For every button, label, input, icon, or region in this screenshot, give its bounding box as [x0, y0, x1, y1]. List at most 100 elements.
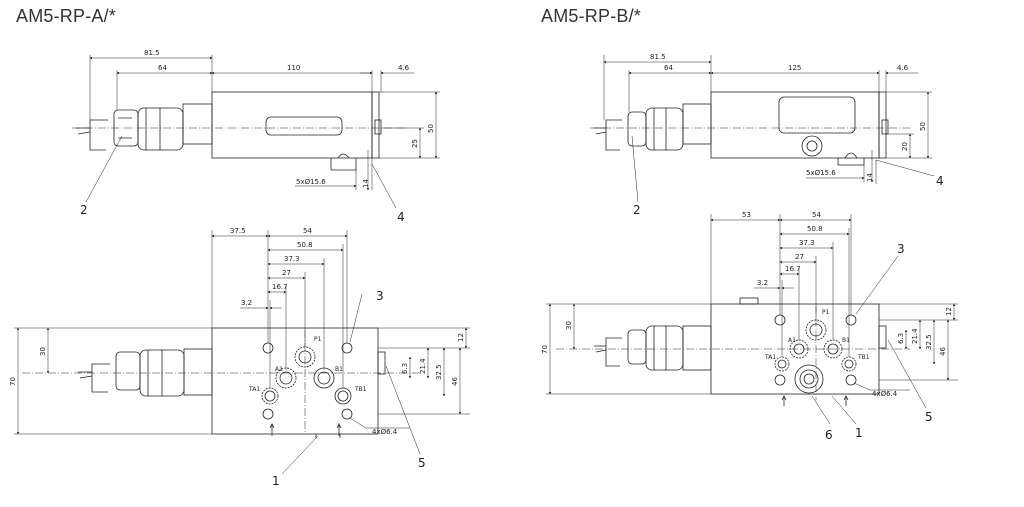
callout-1: 1	[272, 474, 280, 488]
dim-4-6: 4.6	[897, 64, 909, 72]
mount-hole	[262, 342, 274, 354]
dim-32-5: 32.5	[435, 364, 443, 380]
callout-3: 3	[897, 242, 905, 256]
title-am5-rp-b: AM5-RP-B/*	[541, 6, 642, 26]
solenoid-coil	[645, 325, 684, 371]
right-top-view: 81.5 64 125 4.6 50 20 14 5xØ15.6 2 4	[590, 53, 944, 217]
solenoid-nut	[682, 325, 712, 371]
dim-50-8: 50.8	[297, 241, 313, 249]
port-label-b: B1	[335, 366, 343, 373]
port-label-p: P1	[314, 336, 322, 343]
holes-label: 4xØ6.4	[372, 428, 398, 436]
dim-27: 27	[282, 269, 291, 277]
port-label-a: A1	[275, 366, 283, 373]
mount-hole	[774, 374, 786, 386]
pressure-port	[801, 135, 823, 157]
dim-4-6: 4.6	[398, 64, 410, 72]
dim-70: 70	[9, 377, 17, 386]
dim-64: 64	[158, 64, 167, 72]
holes-label: 5xØ15.6	[296, 178, 326, 186]
holes-label: 5xØ15.6	[806, 169, 836, 177]
mount-hole	[262, 408, 274, 420]
dim-64: 64	[664, 64, 673, 72]
dim-16-7: 16.7	[785, 265, 801, 273]
port-ta	[264, 390, 276, 402]
callout-2: 2	[80, 203, 88, 217]
port-label-a: A1	[788, 337, 796, 344]
dim-37-3: 37.3	[799, 239, 815, 247]
solenoid-nut	[682, 103, 712, 145]
solenoid-nut	[183, 348, 213, 396]
mount-hole	[341, 342, 353, 354]
port-b	[317, 371, 331, 385]
dim-50-8: 50.8	[807, 225, 823, 233]
port-ta	[777, 359, 787, 369]
port-label-tb: TB1	[354, 386, 367, 393]
dim-14: 14	[362, 179, 370, 188]
mount-hole	[774, 314, 786, 326]
callout-6: 6	[825, 428, 833, 442]
mount-hole	[845, 314, 857, 326]
dim-110: 110	[287, 64, 300, 72]
solenoid-nut	[182, 103, 213, 145]
dim-6-3: 6.3	[401, 363, 409, 374]
cable	[89, 119, 108, 151]
left-top-view: 81.5 64 110 4.6 50 25 14 5xØ15.6 2 4	[72, 49, 440, 224]
end-plug	[377, 351, 386, 375]
port-label-p: P1	[822, 309, 830, 316]
connector	[115, 351, 141, 391]
cable	[91, 363, 110, 393]
dim-6-3: 6.3	[897, 333, 905, 344]
dim-21-4: 21.4	[911, 328, 919, 344]
connector	[627, 329, 647, 365]
nameplate	[265, 116, 343, 136]
end-plug	[881, 119, 889, 135]
title-am5-rp-a: AM5-RP-A/*	[16, 6, 117, 26]
dim-53: 53	[742, 211, 751, 219]
port-label-b: B1	[842, 337, 850, 344]
dim-12: 12	[945, 307, 953, 316]
valve-body	[710, 91, 880, 159]
callout-4: 4	[397, 210, 405, 224]
dim-20: 20	[901, 142, 909, 151]
right-bottom-view: P1 A1 B1 TA1 TB1 53 54 50.8 37.3 27 16.7	[541, 211, 958, 442]
dim-125: 125	[788, 64, 801, 72]
holes-label: 4xØ6.4	[872, 390, 898, 398]
port-boss	[837, 158, 865, 166]
dim-25: 25	[411, 139, 419, 148]
dim-21-4: 21.4	[419, 358, 427, 374]
dim-3-2: 3.2	[241, 299, 252, 307]
callout-5: 5	[925, 410, 933, 424]
manifold-body	[211, 327, 379, 435]
dim-81-5: 81.5	[650, 53, 666, 61]
dim-81-5: 81.5	[144, 49, 160, 57]
callout-4: 4	[936, 174, 944, 188]
nameplate	[778, 96, 856, 134]
cable	[605, 337, 622, 367]
connector	[627, 111, 647, 147]
dim-54: 54	[303, 227, 312, 235]
dim-46: 46	[939, 347, 947, 356]
dim-54: 54	[812, 211, 821, 219]
mount-hole	[341, 408, 353, 420]
end-plate	[371, 91, 380, 159]
solenoid-coil	[645, 107, 684, 151]
dim-37-5: 37.5	[230, 227, 246, 235]
end-plug	[374, 119, 382, 135]
port-tb	[337, 390, 349, 402]
callout-1: 1	[855, 426, 863, 440]
callout-5: 5	[418, 456, 426, 470]
dim-46: 46	[451, 377, 459, 386]
dim-27: 27	[795, 253, 804, 261]
callout-2: 2	[633, 203, 641, 217]
end-plate	[878, 91, 887, 159]
solenoid-coil	[137, 107, 184, 151]
port-tb	[844, 359, 854, 369]
cable	[605, 119, 622, 151]
dim-32-5: 32.5	[925, 334, 933, 350]
pressure-port	[794, 364, 824, 394]
dim-50: 50	[427, 124, 435, 133]
dim-3-2: 3.2	[757, 279, 768, 287]
port-label-ta: TA1	[248, 386, 260, 393]
